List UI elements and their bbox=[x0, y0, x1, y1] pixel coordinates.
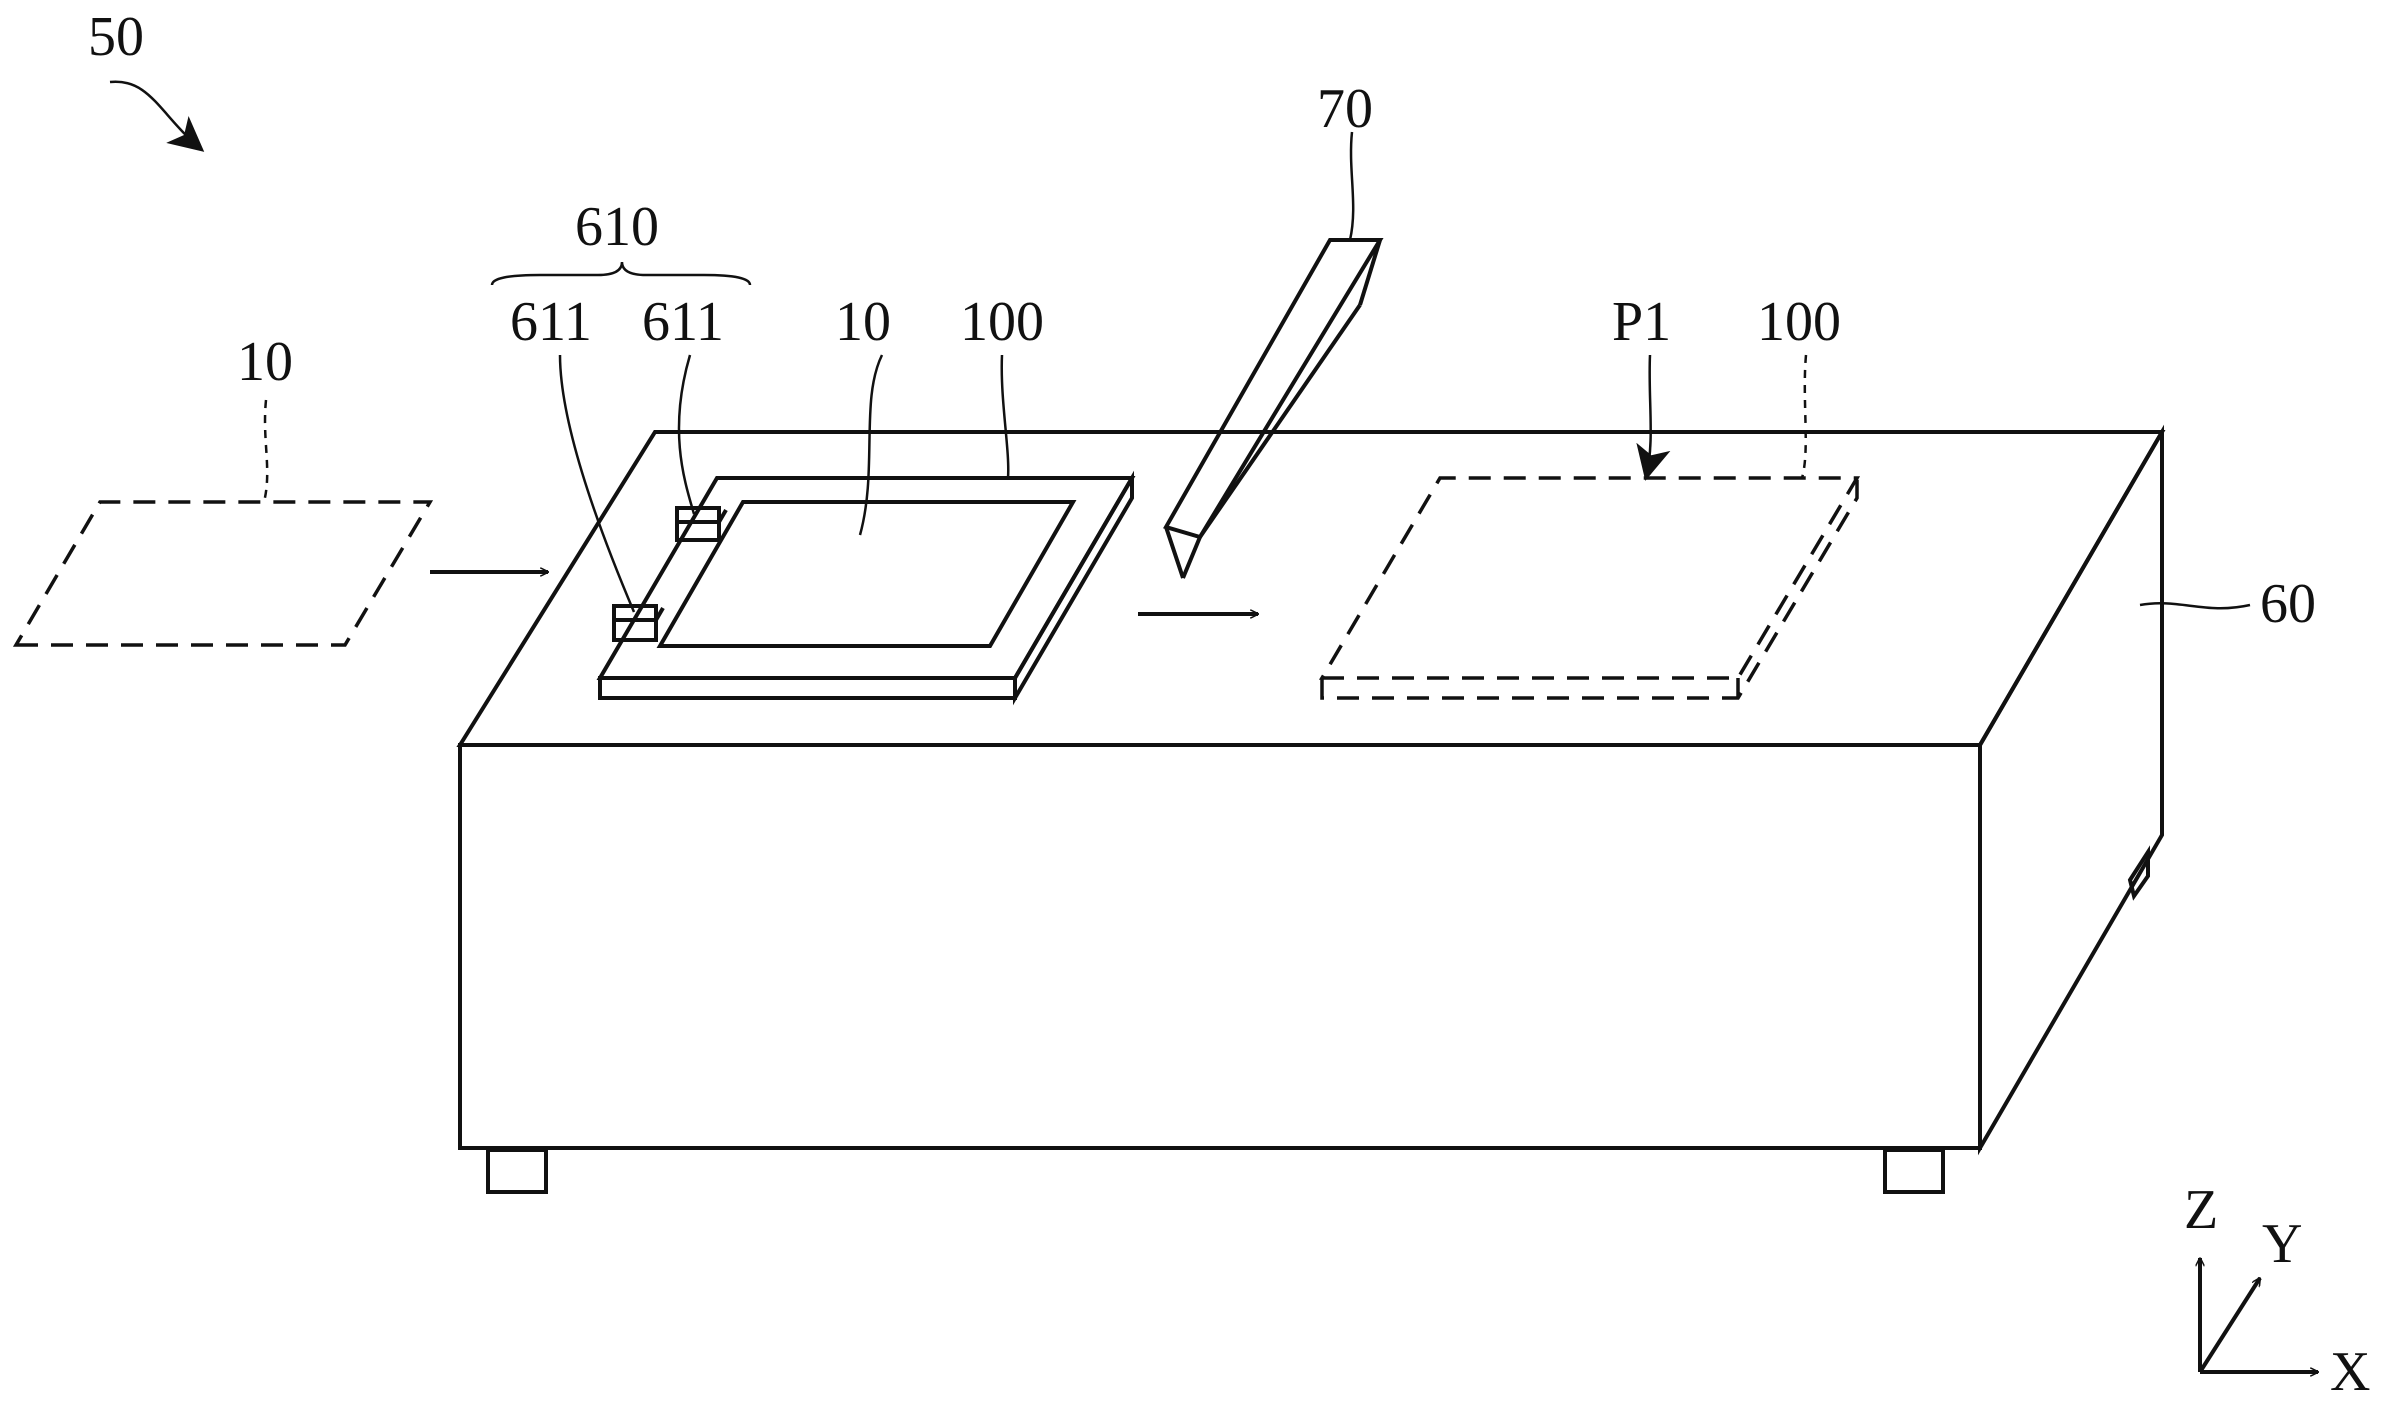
label-70: 70 bbox=[1317, 78, 1373, 140]
label-50: 50 bbox=[88, 6, 144, 68]
leader-50 bbox=[109, 80, 205, 152]
clamp-lower bbox=[612, 604, 665, 642]
label-10-incoming: 10 bbox=[237, 331, 293, 393]
axis-label-z: Z bbox=[2184, 1179, 2218, 1241]
axis-label-y: Y bbox=[2262, 1213, 2302, 1275]
leader-10-incoming bbox=[262, 399, 269, 503]
label-100-stage: 100 bbox=[960, 291, 1044, 353]
label-100-target: 100 bbox=[1757, 291, 1841, 353]
panel-on-stage bbox=[656, 500, 1077, 648]
carrier-plate bbox=[596, 470, 1136, 706]
leader-p1 bbox=[1636, 354, 1671, 481]
leader-60 bbox=[2139, 602, 2251, 610]
label-10-stage: 10 bbox=[835, 291, 891, 353]
clamp-upper bbox=[675, 506, 728, 542]
label-611-b: 611 bbox=[642, 291, 724, 353]
base-block bbox=[456, 424, 2166, 1156]
leader-100-stage bbox=[1000, 354, 1010, 479]
bracket-610 bbox=[490, 261, 752, 286]
label-611-a: 611 bbox=[510, 291, 592, 353]
leader-611-b bbox=[677, 354, 696, 515]
leader-70 bbox=[1348, 131, 1355, 241]
target-plate-outline bbox=[1318, 476, 1861, 700]
leader-10-stage bbox=[858, 354, 884, 536]
axis-label-x: X bbox=[2330, 1341, 2370, 1402]
leader-611-a bbox=[558, 354, 636, 613]
axis-triad bbox=[2200, 1258, 2318, 1372]
label-p1: P1 bbox=[1612, 291, 1671, 353]
leader-100-target bbox=[1800, 354, 1808, 479]
label-60: 60 bbox=[2260, 573, 2316, 635]
panel-incoming-outline bbox=[12, 500, 434, 647]
base-feet bbox=[486, 845, 2150, 1194]
label-610: 610 bbox=[575, 196, 659, 258]
tool-blade bbox=[1163, 238, 1384, 579]
